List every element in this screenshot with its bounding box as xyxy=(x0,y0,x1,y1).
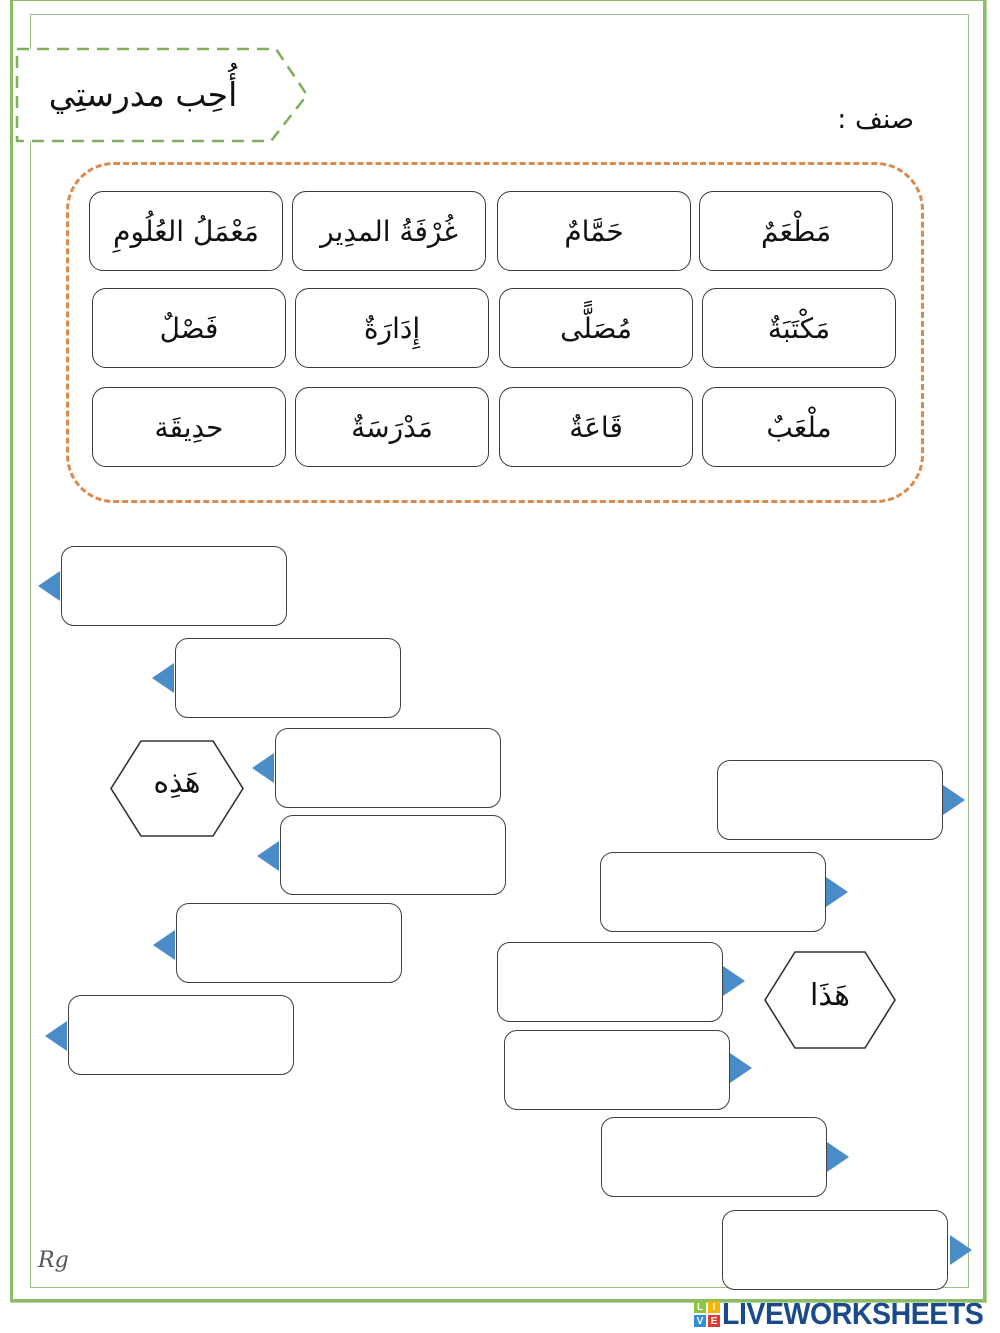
word-card[interactable]: مَكْتَبَةٌ xyxy=(702,288,896,368)
answer-box-hadha-3[interactable] xyxy=(497,942,723,1022)
word-card[interactable]: حَمَّامٌ xyxy=(497,191,691,271)
arrow-right-icon xyxy=(827,1142,849,1172)
word-card[interactable]: مَطْعَمٌ xyxy=(699,191,893,271)
arrow-left-icon xyxy=(252,753,274,783)
answer-box-hadha-5[interactable] xyxy=(601,1117,827,1197)
word-card[interactable]: مَعْمَلُ العُلُومِ xyxy=(89,191,283,271)
watermark-text: LIVEWORKSHEETS xyxy=(722,1296,984,1331)
word-card[interactable]: مَدْرَسَةٌ xyxy=(295,387,489,467)
inner-page-frame xyxy=(30,14,969,1288)
word-card[interactable]: فَصْلٌ xyxy=(92,288,286,368)
answer-box-hadha-4[interactable] xyxy=(504,1030,730,1110)
word-bank-area xyxy=(66,162,924,503)
answer-box-hadhihi-3[interactable] xyxy=(275,728,501,808)
arrow-right-icon xyxy=(723,966,745,996)
answer-box-hadha-6[interactable] xyxy=(722,1210,948,1290)
answer-box-hadhihi-5[interactable] xyxy=(176,903,402,983)
word-card[interactable]: مُصَلًّى xyxy=(499,288,693,368)
arrow-right-icon xyxy=(826,877,848,907)
answer-box-hadha-1[interactable] xyxy=(717,760,943,840)
worksheet-title: أُحِب مدرستِي xyxy=(48,75,238,114)
answer-box-hadhihi-6[interactable] xyxy=(68,995,294,1075)
arrow-right-icon xyxy=(950,1235,972,1265)
answer-box-hadhihi-4[interactable] xyxy=(280,815,506,895)
word-card[interactable]: إِدَارَةٌ xyxy=(295,288,489,368)
pronoun-hexagon-hadha xyxy=(764,951,896,1049)
live-blocks-icon: L I V E xyxy=(694,1301,720,1327)
author-signature-logo: Rg xyxy=(38,1248,69,1273)
answer-box-hadhihi-1[interactable] xyxy=(61,546,287,626)
word-card[interactable]: قَاعَةٌ xyxy=(499,387,693,467)
title-banner-shape xyxy=(15,47,309,143)
arrow-left-icon xyxy=(153,930,175,960)
pronoun-hexagon-hadhihi xyxy=(110,740,244,837)
pronoun-label-hadha: هَذَا xyxy=(810,978,850,1013)
class-label: صنف : xyxy=(837,104,914,135)
liveworksheets-watermark: L I V E LIVEWORKSHEETS xyxy=(694,1296,1000,1331)
arrow-right-icon xyxy=(943,785,965,815)
answer-box-hadha-2[interactable] xyxy=(600,852,826,932)
arrow-left-icon xyxy=(257,841,279,871)
word-card[interactable]: حدِيقَة xyxy=(92,387,286,467)
pronoun-label-hadhihi: هَذِه xyxy=(153,765,201,800)
arrow-left-icon xyxy=(38,571,60,601)
word-card[interactable]: ملْعَبٌ xyxy=(702,387,896,467)
outer-page-frame xyxy=(10,0,986,1302)
arrow-right-icon xyxy=(730,1053,752,1083)
arrow-left-icon xyxy=(45,1021,67,1051)
word-card[interactable]: غُرْفَةُ المدِير xyxy=(292,191,486,271)
answer-box-hadhihi-2[interactable] xyxy=(175,638,401,718)
arrow-left-icon xyxy=(152,663,174,693)
